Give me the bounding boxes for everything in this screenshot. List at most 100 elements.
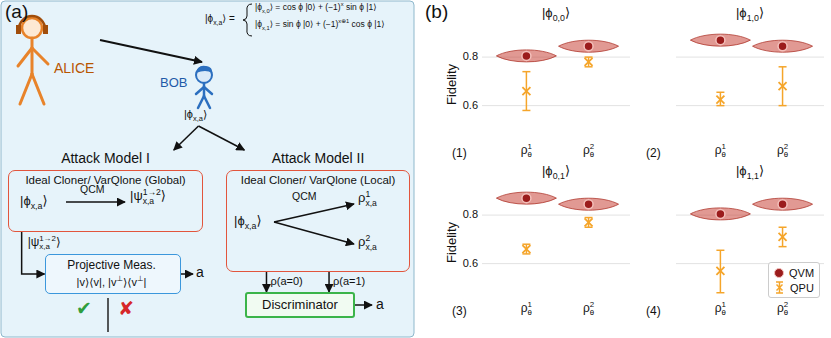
node-text: |ϕx,a⟩: [234, 214, 262, 229]
tick-label: 0.8: [450, 208, 478, 221]
qpu-marker: [777, 285, 783, 291]
math-part: x,a: [365, 243, 376, 252]
brace: [243, 4, 252, 36]
violin: [690, 34, 750, 46]
qcm-arrow: [66, 201, 125, 202]
math-part: 2θ: [784, 143, 788, 160]
subplot-number: (3): [452, 305, 467, 319]
math-part: x,a: [245, 221, 257, 231]
math-part: 2θ: [784, 301, 788, 318]
subplot-number: (1): [452, 147, 467, 161]
math-part: x,a: [365, 199, 376, 208]
node-text: Ideal Cloner/ VarQlone (Global): [8, 174, 203, 187]
error-cap: [585, 56, 593, 58]
node-text: |v⟩⟨v|, |v⊥⟩⟨v⊥|: [46, 276, 178, 289]
math-part: 2x,a: [365, 234, 376, 252]
math-part: x: [341, 1, 344, 7]
legend-swatch: [774, 268, 784, 278]
axis-label: Fidelity: [445, 54, 460, 114]
math-part: θ: [784, 151, 788, 159]
math-part: 0,0: [553, 13, 565, 23]
node-text: ρ2x,a: [358, 234, 377, 252]
math-part: θ: [528, 151, 532, 159]
grid-line: [482, 215, 630, 216]
state-formula: |ϕx,0⟩ = cos ϕ |0⟩ + (−1)x sin ϕ |1⟩: [255, 3, 377, 13]
earpad: [16, 25, 21, 34]
math-part: 1: [528, 143, 532, 151]
outcome-label: a: [376, 296, 384, 312]
subplot-number: (4): [646, 305, 661, 319]
plot-title: |ϕ0,1⟩: [482, 164, 630, 179]
state-formula: |ϕx,1⟩ = sin ϕ |0⟩ + (−1)x⊕1 cos ϕ |1⟩: [255, 20, 385, 30]
qpu-marker: [585, 58, 593, 66]
hair: [196, 66, 212, 73]
check-mark: ✔: [76, 298, 92, 320]
error-cap: [779, 226, 787, 228]
qvm-marker: [778, 200, 787, 209]
error-cap: [776, 281, 783, 283]
math-part: 1: [365, 190, 376, 199]
figure-line: [196, 87, 204, 94]
node-text: Projective Meas.: [46, 259, 178, 273]
violin: [496, 50, 556, 62]
state-formula: |ϕx,a⟩ =: [205, 13, 235, 25]
error-cap: [585, 217, 593, 219]
node-text: QCM: [292, 190, 317, 202]
math-part: 1: [722, 301, 726, 309]
violin: [496, 192, 556, 204]
tick-label: 0.6: [450, 99, 478, 112]
qpu-marker: [716, 96, 724, 104]
attack-model-box: Attack Model IIIdeal Cloner/ VarQlone (L…: [226, 150, 410, 272]
figure-line: [18, 48, 32, 66]
math-part: x,a: [193, 114, 203, 123]
math-part: 1θ: [528, 301, 532, 318]
actor-figure: BOB|ϕx,a⟩: [160, 62, 230, 126]
node-text: |ϕx,a⟩: [20, 194, 48, 209]
legend-box: QVMQPU: [768, 262, 820, 298]
figure-line: [32, 48, 48, 64]
qvm-marker: [716, 209, 725, 218]
qpu-marker: [779, 82, 787, 90]
tick-label: 0.8: [450, 50, 478, 63]
math-part: 2: [784, 301, 788, 309]
edge-label: |ψ1→2x,a⟩: [28, 235, 61, 252]
connector: [100, 40, 202, 62]
tick-label: ρ1θ: [700, 301, 740, 318]
math-part: x,a: [213, 19, 222, 26]
panel-label: (a): [5, 1, 28, 23]
math-part: θ: [784, 309, 788, 317]
grid-line: [482, 105, 630, 106]
math-part: x⊕1: [338, 18, 349, 24]
qvm-marker: [778, 42, 787, 51]
outcome-label: a: [196, 264, 204, 280]
violin: [753, 198, 813, 210]
math-part: 1θ: [722, 301, 726, 318]
connector: [174, 126, 199, 150]
error-cap: [585, 226, 593, 228]
qpu-marker: [522, 245, 530, 253]
separator-line: [107, 298, 109, 332]
measurement-box: Projective Meas. |v⟩⟨v|, |v⊥⟩⟨v⊥|: [45, 254, 181, 294]
connector: [199, 126, 245, 150]
plot-title: |ϕ0,0⟩: [482, 6, 630, 21]
attack-model-box: Attack Model IIdeal Cloner/ VarQlone (Gl…: [8, 150, 203, 232]
figure-line: [198, 96, 204, 108]
fidelity-plot: [482, 192, 630, 263]
connector: [266, 272, 268, 292]
fidelity-plot: [676, 34, 824, 105]
node-text: ALICE: [54, 60, 94, 76]
fidelity-plot: [482, 40, 630, 110]
math-part: 1,0: [747, 13, 759, 23]
legend-row: QPU: [774, 280, 814, 295]
tick-label: ρ2θ: [763, 143, 803, 160]
legend-row: QVM: [774, 265, 814, 280]
error-cap: [522, 110, 530, 112]
qvm-marker: [584, 42, 593, 51]
math-part: 1→2: [39, 235, 56, 243]
qvm-marker: [584, 200, 593, 209]
qpu-marker: [522, 87, 530, 95]
error-cap: [716, 105, 724, 107]
qvm-marker: [522, 51, 531, 60]
violin: [753, 40, 813, 52]
